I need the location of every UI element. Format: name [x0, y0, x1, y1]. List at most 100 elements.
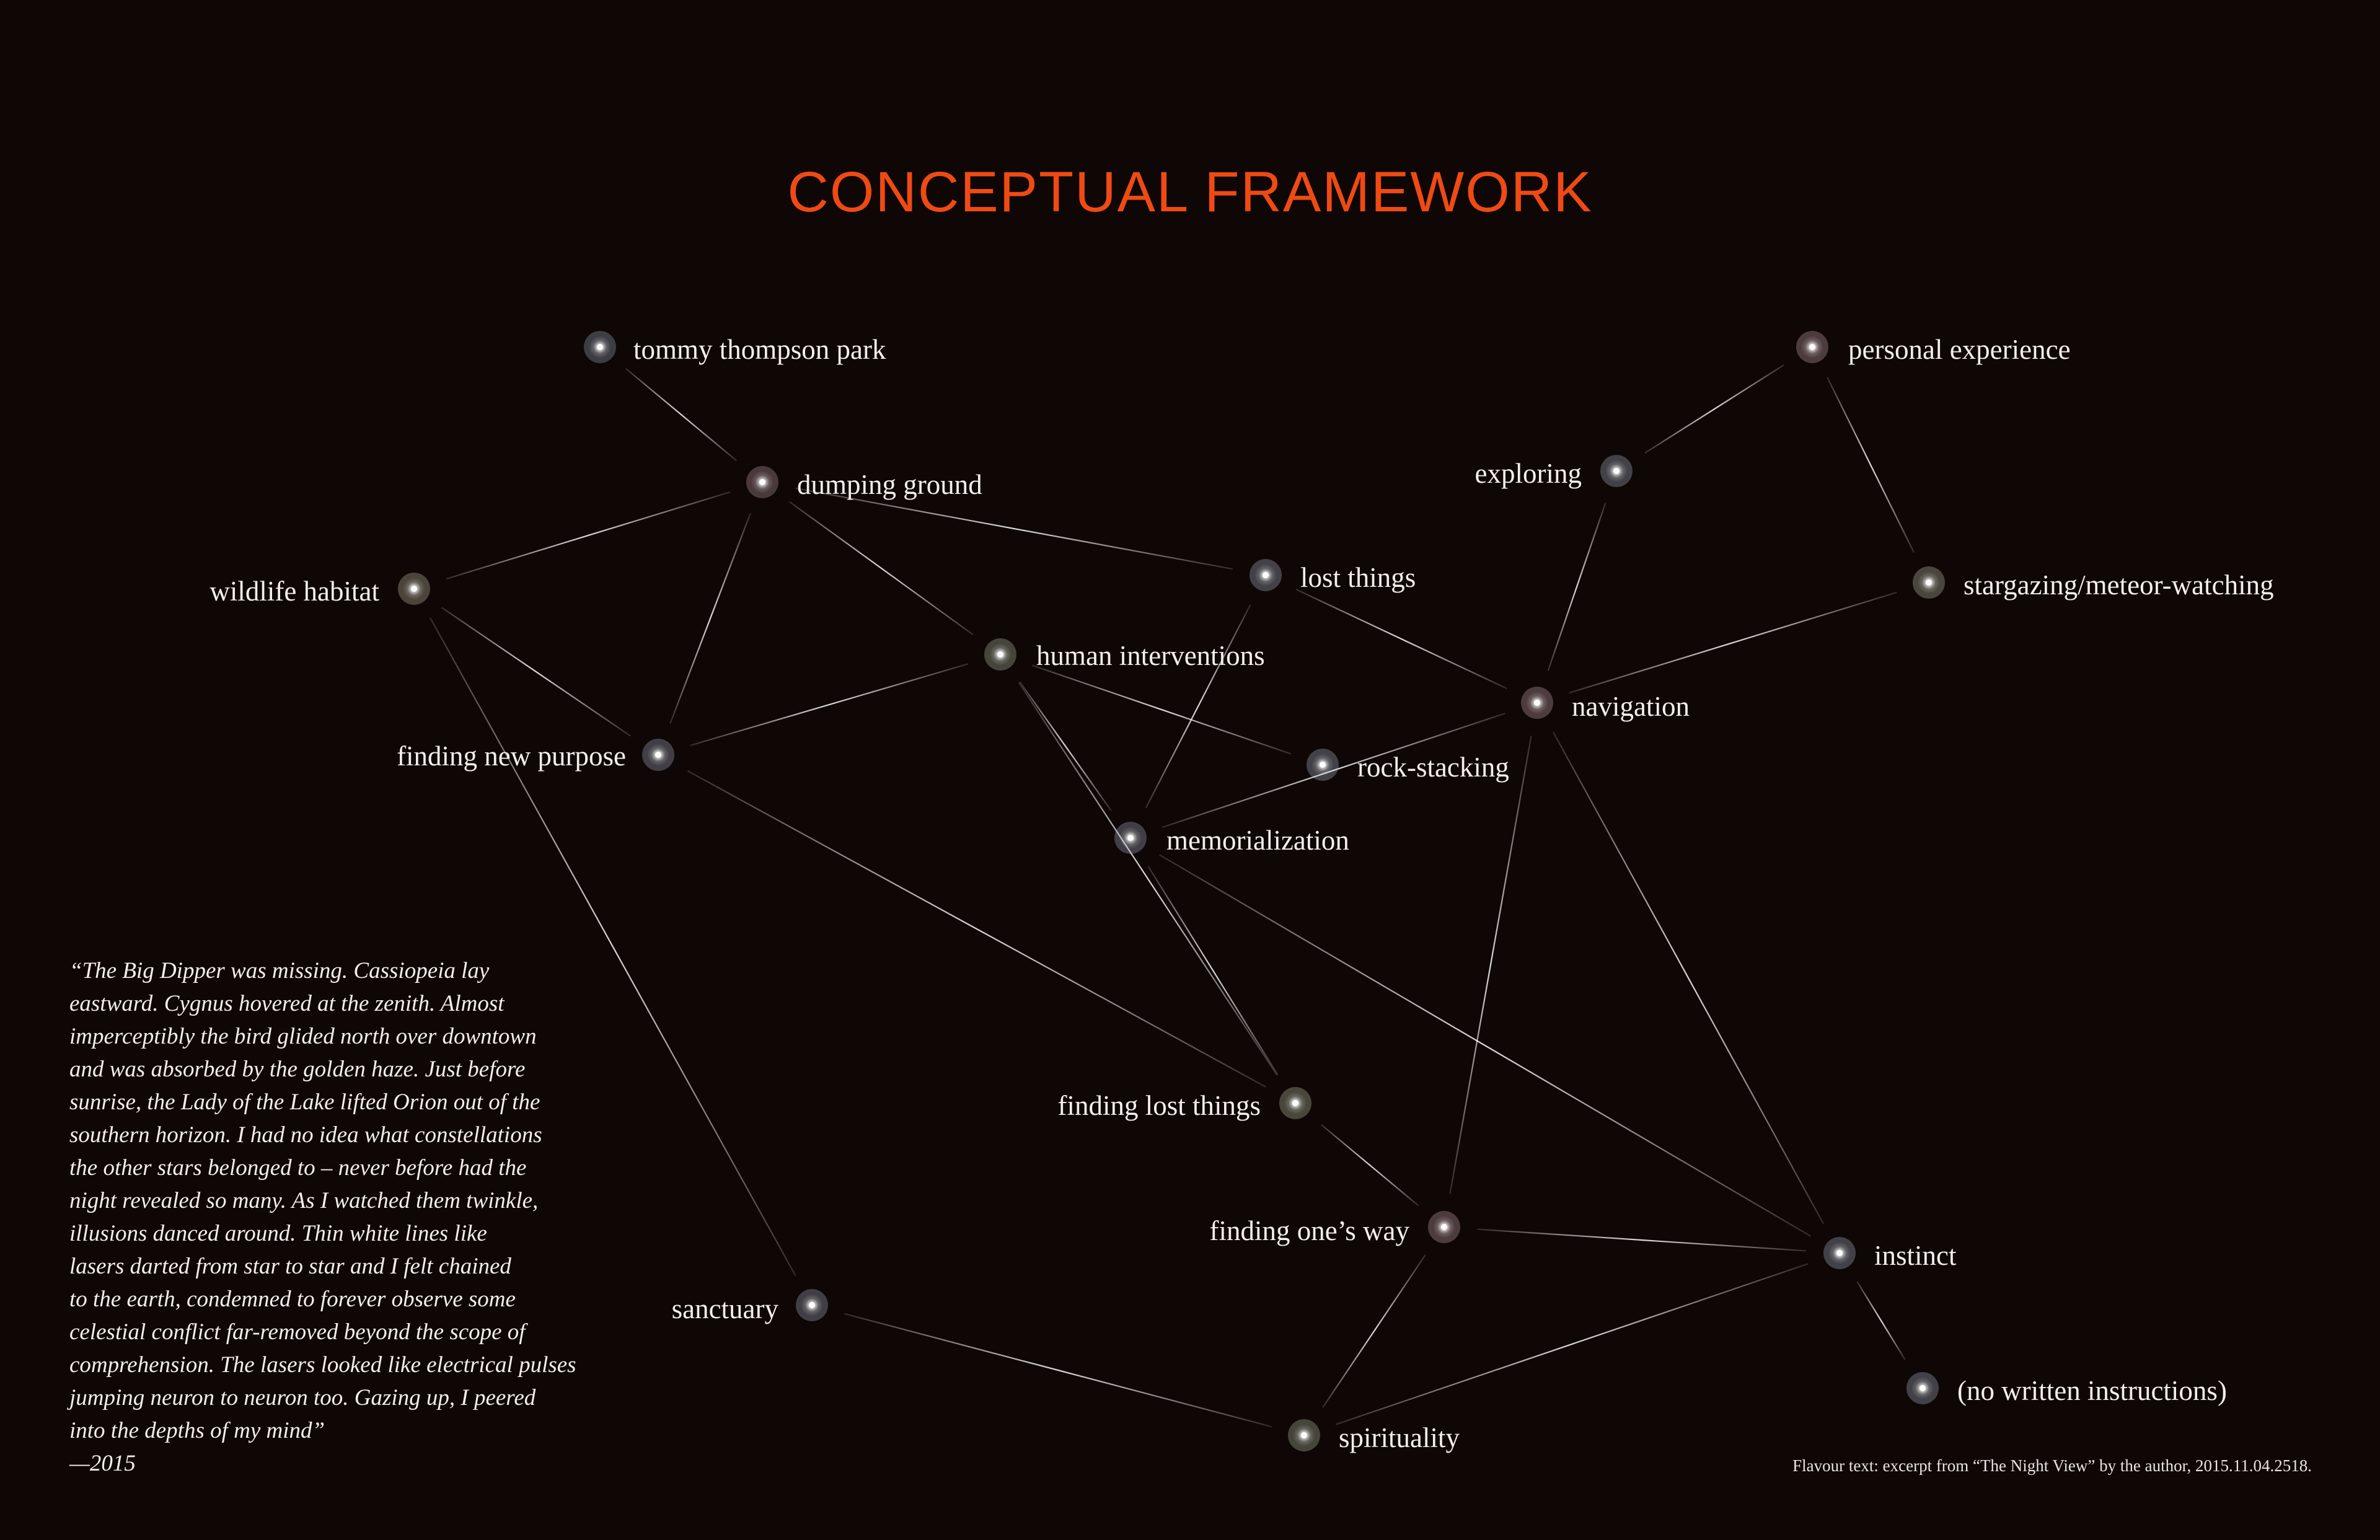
quote-line: southern horizon. I had no idea what con… [69, 1122, 542, 1148]
node-label-newpurpose: finding new purpose [397, 741, 626, 772]
quote-line: imperceptibly the bird glided north over… [69, 1024, 537, 1049]
quote-line: and was absorbed by the golden haze. Jus… [69, 1057, 526, 1082]
connection-line [441, 607, 631, 737]
star-node-human [984, 638, 1016, 671]
connection-line [1321, 1124, 1419, 1206]
star-node-lost [1250, 559, 1282, 591]
node-label-lost: lost things [1300, 562, 1416, 593]
star-core [1534, 700, 1540, 706]
connection-line [1477, 1228, 1807, 1252]
quote-line: sunrise, the Lady of the Lake lifted Ori… [69, 1089, 540, 1115]
connection-line [1449, 736, 1532, 1194]
star-node-tommy [584, 331, 616, 363]
star-node-memorial [1114, 822, 1147, 854]
quote-line: comprehension. The lasers looked like el… [69, 1352, 576, 1378]
connection-line [1335, 1263, 1809, 1425]
quote-line: night revealed so many. As I watched the… [69, 1188, 539, 1213]
star-core [809, 1302, 815, 1308]
star-node-exploring [1600, 455, 1633, 487]
star-core [1263, 572, 1269, 578]
connection-line [1827, 377, 1915, 553]
connection-line [669, 513, 751, 724]
node-label-memorial: memorialization [1166, 825, 1349, 856]
star-core [997, 651, 1003, 658]
star-core [1301, 1432, 1307, 1438]
connection-line [1147, 866, 1279, 1075]
star-node-stargazing [1913, 566, 1945, 599]
node-label-dumping: dumping ground [797, 469, 982, 500]
connection-line [1145, 604, 1251, 809]
connection-line [446, 491, 731, 580]
quote-line: “The Big Dipper was missing. Cassiopeia … [69, 958, 490, 983]
star-core [1320, 762, 1326, 768]
quote-year: —2015 [69, 1451, 136, 1476]
connection-line [844, 1313, 1272, 1428]
connection-line [795, 487, 1233, 570]
connection-line [1159, 854, 1811, 1237]
star-core [1441, 1224, 1447, 1230]
node-label-wildlife: wildlife habitat [209, 576, 379, 607]
star-node-instinct [1823, 1237, 1856, 1269]
connection-line [1031, 664, 1292, 755]
star-node-dumping [746, 466, 778, 498]
node-label-spirituality: spirituality [1339, 1422, 1460, 1453]
star-core [655, 752, 661, 758]
quote-line: eastward. Cygnus hovered at the zenith. … [69, 991, 505, 1016]
node-label-tommy: tommy thompson park [633, 334, 886, 365]
star-core [1292, 1100, 1298, 1106]
page-title: CONCEPTUAL FRAMEWORK [787, 161, 1593, 224]
star-node-newpurpose [642, 739, 674, 771]
star-core [1919, 1385, 1926, 1391]
star-node-personal [1796, 331, 1828, 363]
quote-line: lasers darted from star to star and I fe… [69, 1254, 511, 1279]
node-label-oneway: finding one’s way [1209, 1215, 1409, 1246]
connection-line [430, 617, 796, 1277]
star-core [1926, 579, 1932, 586]
star-node-navigation [1521, 687, 1553, 719]
quote-line: into the depths of my mind” [69, 1418, 325, 1443]
node-label-stargazing: stargazing/meteor-watching [1963, 570, 2274, 601]
quote-line: celestial conflict far-removed beyond th… [69, 1319, 526, 1345]
node-label-rock: rock-stacking [1357, 752, 1509, 783]
star-node-sanctuary [796, 1289, 828, 1321]
connection-line [1644, 364, 1784, 454]
star-core [1613, 468, 1620, 474]
connection-line [1547, 502, 1606, 672]
star-node-rock [1307, 749, 1339, 781]
star-node-wildlife [398, 573, 430, 605]
star-core [1127, 835, 1134, 841]
star-node-findlost [1279, 1087, 1311, 1119]
connection-line [1322, 1254, 1426, 1408]
node-label-instinct: instinct [1874, 1240, 1957, 1271]
quote-line: jumping neuron to neuron too. Gazing up,… [69, 1385, 536, 1410]
connection-line [1569, 592, 1897, 693]
star-node-nowritten [1906, 1372, 1939, 1404]
node-label-navigation: navigation [1572, 691, 1690, 722]
star-nodes [398, 331, 1945, 1451]
star-core [759, 479, 765, 485]
connection-line [1553, 732, 1824, 1224]
star-core [1809, 344, 1815, 350]
connection-lines [430, 364, 1915, 1428]
connection-line [687, 770, 1266, 1088]
star-core [1836, 1250, 1843, 1256]
node-label-sanctuary: sanctuary [671, 1293, 778, 1324]
connection-line [1018, 682, 1277, 1076]
flavour-quote: “The Big Dipper was missing. Cassiopeia … [69, 954, 615, 1480]
quote-line: to the earth, condemned to forever obser… [69, 1287, 516, 1312]
node-label-findlost: finding lost things [1057, 1090, 1261, 1121]
star-core [597, 344, 603, 350]
connection-line [1162, 713, 1505, 828]
flavour-credit: Flavour text: excerpt from “The Night Vi… [1792, 1456, 2312, 1475]
connection-line [1019, 681, 1112, 811]
star-node-spirituality [1288, 1419, 1320, 1451]
connection-line [625, 368, 737, 461]
node-label-human: human interventions [1036, 640, 1265, 671]
star-core [411, 586, 417, 592]
node-label-personal: personal experience [1848, 334, 2071, 365]
star-node-oneway [1428, 1211, 1460, 1243]
connection-line [690, 663, 969, 746]
node-label-nowritten: (no written instructions) [1957, 1375, 2227, 1406]
node-label-exploring: exploring [1474, 458, 1582, 489]
